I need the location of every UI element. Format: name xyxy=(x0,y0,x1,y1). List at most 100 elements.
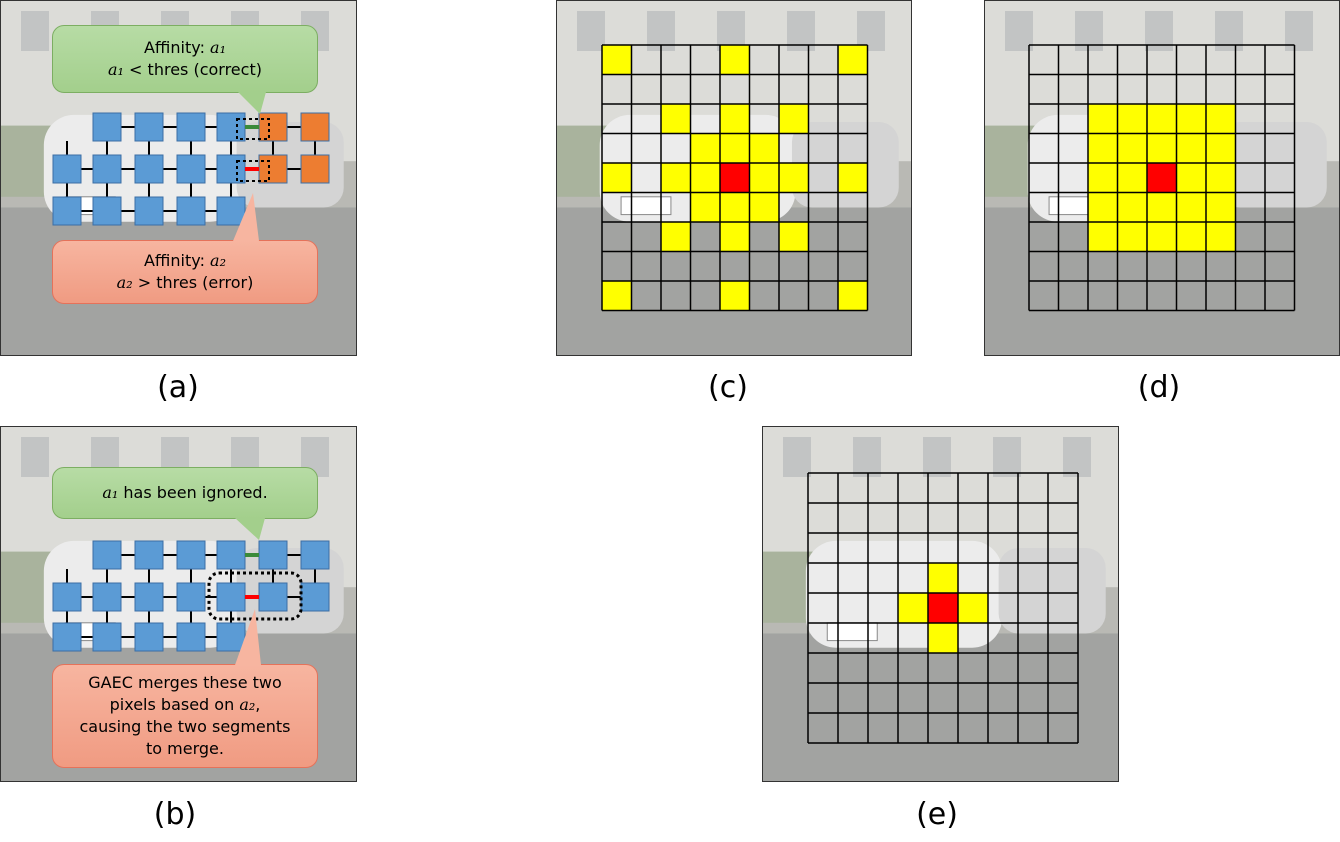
yellow-cell xyxy=(1117,133,1147,163)
yellow-cell xyxy=(749,192,779,222)
caption-a: (a) xyxy=(157,370,199,405)
building-window xyxy=(1063,437,1091,477)
yellow-cell xyxy=(779,104,809,134)
caption-e: (e) xyxy=(916,797,958,832)
merge-region xyxy=(207,571,303,621)
callout-line: a₂ > thres (error) xyxy=(116,273,254,292)
yellow-cell xyxy=(690,192,720,222)
yellow-cell xyxy=(1206,222,1236,252)
pixel-node xyxy=(134,196,164,226)
yellow-cell xyxy=(958,593,988,623)
pixel-node xyxy=(92,112,122,142)
panel-c-grid xyxy=(557,1,911,355)
pixel-node xyxy=(176,154,206,184)
building-window xyxy=(993,437,1021,477)
panel-a-callout-error: Affinity: a₂ a₂ > thres (error) xyxy=(52,193,318,304)
pixel-node xyxy=(92,622,122,652)
yellow-cell xyxy=(602,163,632,193)
building-window xyxy=(1005,11,1033,51)
yellow-cell xyxy=(1088,163,1118,193)
yellow-cell xyxy=(1176,163,1206,193)
callout-tail xyxy=(233,193,259,241)
pixel-node xyxy=(176,196,206,226)
building-window xyxy=(923,437,951,477)
caption-c: (c) xyxy=(708,370,748,405)
yellow-cell xyxy=(1117,104,1147,134)
callout-line: a₁ < thres (correct) xyxy=(108,60,262,79)
car-silver xyxy=(236,122,344,208)
pixel-node xyxy=(176,582,206,612)
center-cell xyxy=(720,163,750,193)
yellow-cell xyxy=(898,593,928,623)
pixel-node xyxy=(52,196,82,226)
pixel-node xyxy=(134,154,164,184)
yellow-cell xyxy=(838,281,868,311)
dotted-box xyxy=(236,118,270,140)
pixel-node xyxy=(176,112,206,142)
yellow-cell xyxy=(690,163,720,193)
center-cell xyxy=(1147,163,1177,193)
yellow-cell xyxy=(720,281,750,311)
callout-line: Affinity: a₂ xyxy=(143,251,226,270)
building-window xyxy=(21,11,49,51)
yellow-cell xyxy=(749,133,779,163)
yellow-cell xyxy=(1117,192,1147,222)
yellow-cell xyxy=(928,563,958,593)
yellow-cell xyxy=(1206,163,1236,193)
callout-line: causing the two segments xyxy=(79,717,291,736)
yellow-cell xyxy=(928,623,958,653)
yellow-cell xyxy=(602,45,632,75)
yellow-cell xyxy=(661,163,691,193)
dotted-box xyxy=(236,160,270,182)
pixel-node xyxy=(92,582,122,612)
yellow-cell xyxy=(1147,192,1177,222)
pixel-node xyxy=(176,540,206,570)
yellow-cell xyxy=(749,163,779,193)
callout-line: GAEC merges these two xyxy=(88,673,282,692)
callout-tail xyxy=(238,92,266,114)
pixel-node xyxy=(176,622,206,652)
pixel-node xyxy=(216,154,246,184)
pixel-node xyxy=(52,622,82,652)
caption-b: (b) xyxy=(153,797,197,832)
yellow-cell xyxy=(602,281,632,311)
yellow-cell xyxy=(779,163,809,193)
pixel-node xyxy=(300,540,330,570)
license-plate xyxy=(620,196,672,216)
pixel-node xyxy=(300,582,330,612)
yellow-cell xyxy=(779,222,809,252)
panel-e-grid xyxy=(763,427,1118,781)
callout-line: Affinity: a₁ xyxy=(143,38,226,57)
yellow-cell xyxy=(1117,163,1147,193)
building-window xyxy=(853,437,881,477)
panel-b-callout-gaec: GAEC merges these two pixels based on a₂… xyxy=(52,609,318,768)
yellow-cell xyxy=(720,45,750,75)
yellow-cell xyxy=(1206,192,1236,222)
pixel-node xyxy=(92,196,122,226)
yellow-cell xyxy=(1176,222,1206,252)
callout-tail xyxy=(235,609,261,665)
pixel-node xyxy=(216,582,246,612)
yellow-cell xyxy=(838,45,868,75)
yellow-cell xyxy=(720,104,750,134)
panel-b-callout-ignored: a₁ has been ignored. xyxy=(52,467,318,540)
pixel-node xyxy=(134,622,164,652)
panel-d xyxy=(984,0,1340,356)
yellow-cell xyxy=(1088,192,1118,222)
callout-line: a₁ has been ignored. xyxy=(102,483,268,502)
caption-d: (d) xyxy=(1137,370,1181,405)
pixel-node xyxy=(300,154,330,184)
building-window xyxy=(783,437,811,477)
building-window xyxy=(577,11,605,51)
car-silver xyxy=(998,548,1106,634)
yellow-cell xyxy=(1206,133,1236,163)
yellow-cell xyxy=(661,104,691,134)
pixel-node xyxy=(258,154,288,184)
yellow-cell xyxy=(1147,222,1177,252)
yellow-cell xyxy=(1147,104,1177,134)
yellow-cell xyxy=(720,192,750,222)
car-silver xyxy=(1219,122,1327,208)
yellow-cell xyxy=(1088,222,1118,252)
pixel-node xyxy=(258,540,288,570)
pixel-node xyxy=(52,154,82,184)
